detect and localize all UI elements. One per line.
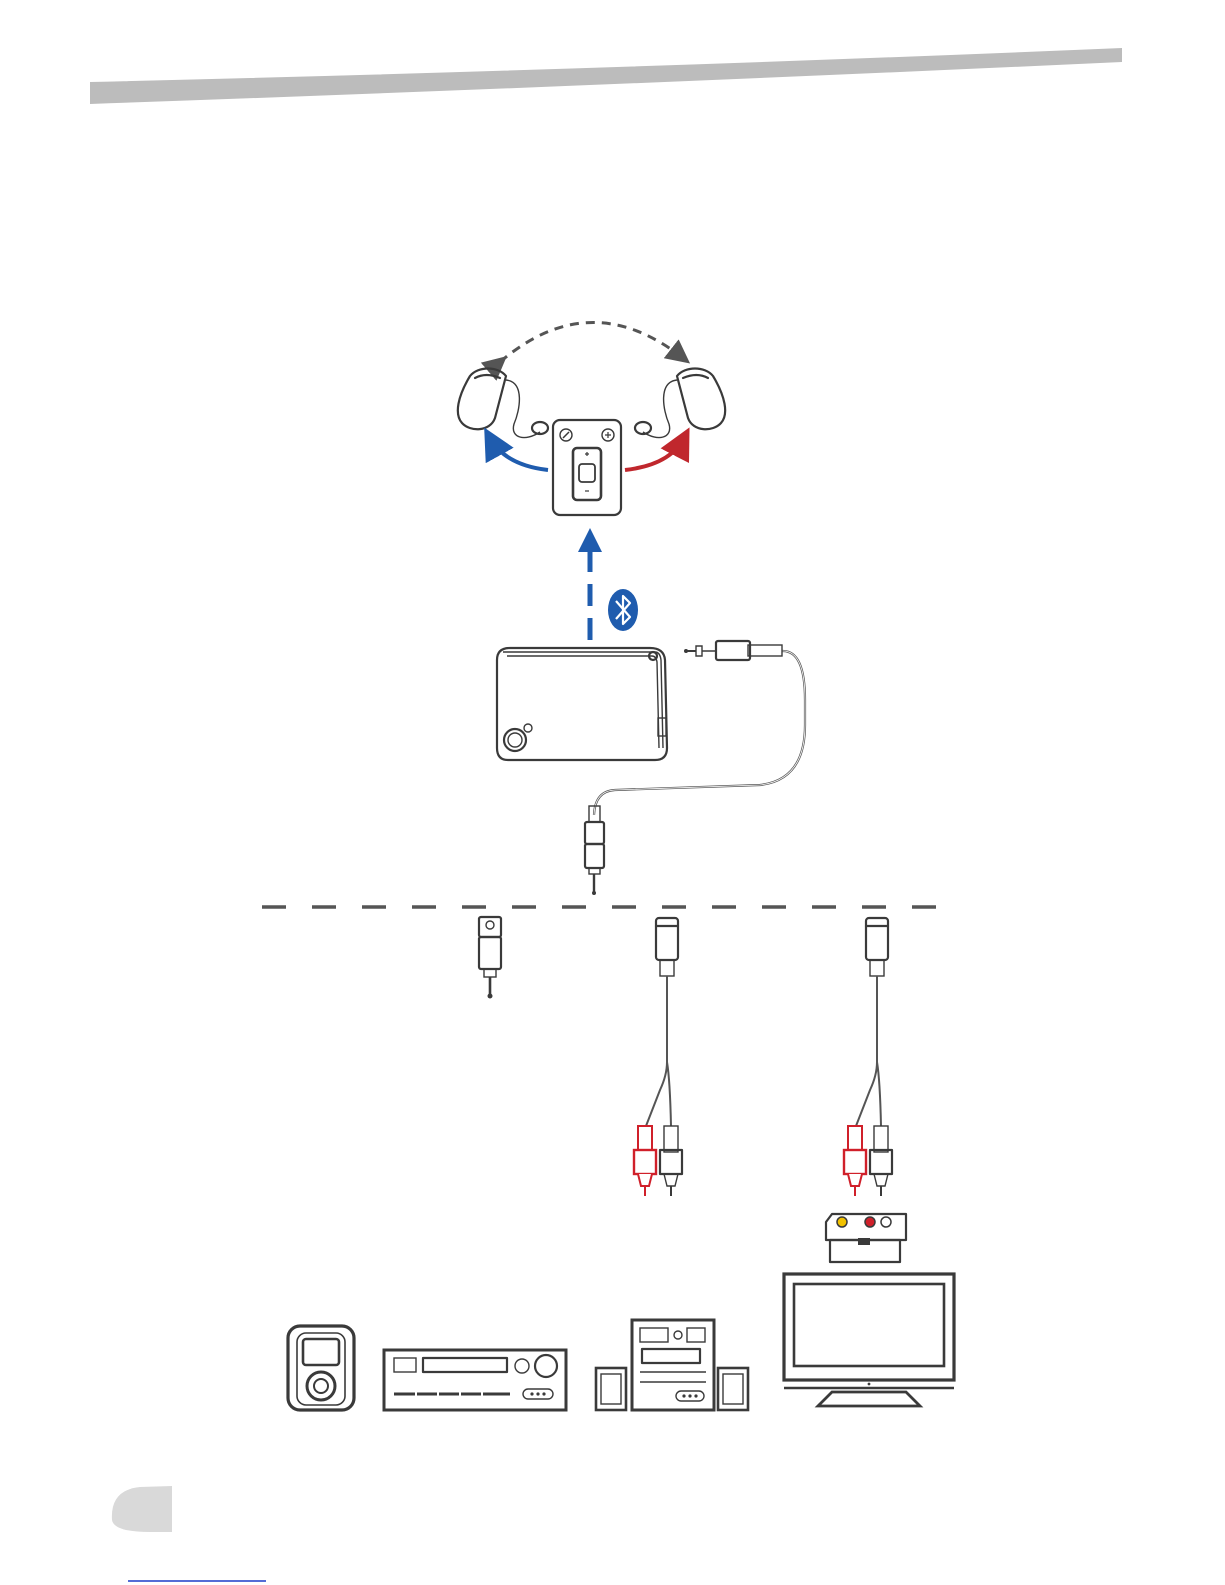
hifi-system-icon <box>596 1320 748 1410</box>
mini-jack-plug-bottom <box>585 806 604 895</box>
jack-adapter-icon <box>479 917 501 999</box>
rca-plug-black <box>660 1126 682 1196</box>
tv-icon <box>784 1274 954 1406</box>
rca-plug-black <box>870 1126 892 1196</box>
page-number-badge <box>112 1486 172 1532</box>
hearing-aid-sync-arrow <box>500 322 683 362</box>
rca-plug-red <box>634 1126 656 1196</box>
scart-adapter-icon <box>826 1214 906 1262</box>
receiver-icon <box>384 1350 566 1410</box>
bluetooth-icon <box>608 589 638 631</box>
hearing-aid-right <box>635 369 725 438</box>
streamer-remote <box>553 420 621 515</box>
streaming-arrow-left <box>490 438 548 470</box>
source-icon <box>602 429 614 441</box>
header-band <box>90 48 1122 104</box>
mp3-player-icon <box>288 1326 354 1410</box>
rca-plug-red <box>844 1126 866 1196</box>
rca-cable-icon <box>634 918 682 1196</box>
bluetooth-transmitter <box>497 648 667 760</box>
streaming-arrow-right <box>625 438 684 470</box>
mini-jack-plug-top <box>684 641 782 660</box>
hearing-aid-left <box>458 369 548 438</box>
bluetooth-link-arrow <box>578 528 602 640</box>
rca-cable-icon <box>844 918 892 1196</box>
transmitter-cable <box>594 651 805 815</box>
phone-icon <box>560 429 572 441</box>
